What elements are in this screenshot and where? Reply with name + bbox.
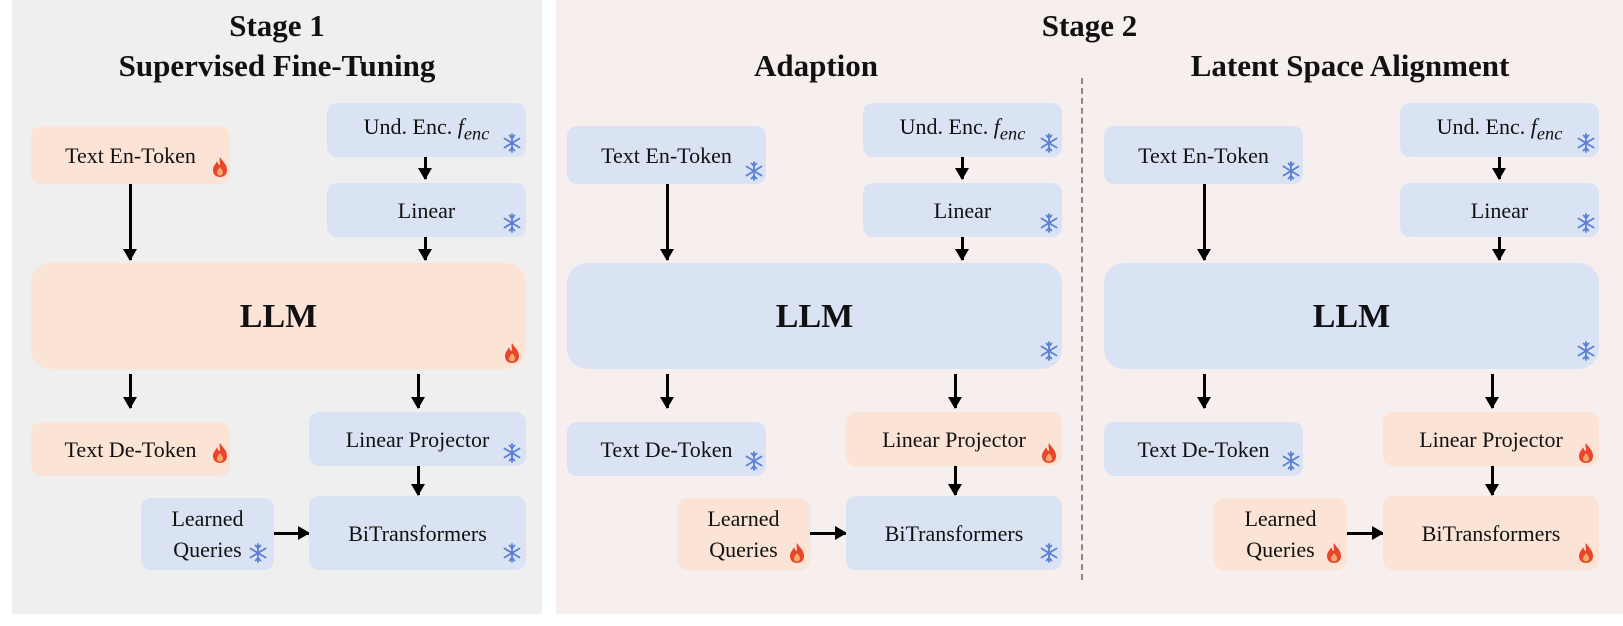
box-label: Linear Projector (1419, 426, 1563, 452)
snowflake-icon (502, 132, 522, 154)
fire-icon (1324, 542, 1344, 564)
bitransformers-box: BiTransformers (1383, 496, 1599, 570)
text-en-token-box: Text En-Token (31, 126, 230, 184)
box-label: BiTransformers (884, 520, 1024, 546)
stage2-title: Stage 2 (1041, 8, 1138, 43)
text-de-token-box: Text De-Token (31, 422, 230, 476)
box-label: Linear Projector (345, 426, 490, 452)
arrow (123, 184, 136, 261)
llm-box: LLM (31, 263, 526, 369)
snowflake-icon (1576, 212, 1596, 234)
arrow (418, 157, 431, 180)
arrow (1492, 237, 1505, 261)
llm-box: LLM (567, 263, 1062, 369)
box-label: Text En-Token (601, 142, 732, 168)
arrow (411, 374, 424, 409)
box-label: Linear (933, 197, 992, 223)
text-de-token-box: Text De-Token (567, 422, 766, 476)
linear-projector-box: Linear Projector (1383, 412, 1599, 466)
box-label: Und. Enc. fenc (899, 113, 1026, 144)
box-label: Linear Projector (882, 426, 1026, 452)
text-en-token-box: Text En-Token (567, 126, 766, 184)
arrow (660, 184, 673, 261)
arrow (1485, 374, 1498, 409)
arrow (955, 237, 968, 261)
box-label: LLM (775, 297, 854, 335)
snowflake-icon (1576, 340, 1596, 362)
arrow (810, 526, 847, 539)
arrow (1492, 157, 1505, 180)
section-divider (1081, 78, 1083, 580)
box-label: BiTransformers (348, 520, 487, 546)
arrow (1197, 184, 1210, 261)
arrow (411, 466, 424, 496)
bitransformers-box: BiTransformers (309, 496, 526, 570)
und-enc-box: Und. Enc. fenc (327, 103, 526, 157)
fire-icon (1039, 442, 1059, 464)
arrow (1197, 374, 1210, 409)
alignment-title: Latent Space Alignment (1190, 48, 1510, 83)
text-en-token-box: Text En-Token (1104, 126, 1303, 184)
arrow (1347, 526, 1384, 539)
snowflake-icon (502, 542, 522, 564)
fire-icon (1576, 542, 1596, 564)
box-label: Text De-Token (600, 436, 733, 462)
fire-icon (1576, 442, 1596, 464)
stage1-subtitle: Supervised Fine-Tuning (118, 48, 436, 83)
snowflake-icon (744, 450, 764, 472)
snowflake-icon (1281, 450, 1301, 472)
arrow (123, 374, 136, 409)
box-label: LLM (239, 297, 318, 335)
snowflake-icon (1039, 212, 1059, 234)
snowflake-icon (1576, 132, 1596, 154)
arrow (418, 237, 431, 261)
box-label: Text En-Token (65, 142, 196, 168)
fire-icon (502, 342, 522, 364)
snowflake-icon (1281, 160, 1301, 182)
adaption-title: Adaption (753, 48, 879, 83)
fire-icon (210, 156, 230, 178)
fire-icon (787, 542, 807, 564)
linear-projector-box: Linear Projector (309, 412, 526, 466)
linear-box: Linear (863, 183, 1062, 237)
arrow (660, 374, 673, 409)
snowflake-icon (744, 160, 764, 182)
arrow (1485, 466, 1498, 496)
box-label: Text De-Token (64, 436, 197, 462)
bitransformers-box: BiTransformers (846, 496, 1062, 570)
box-label: Und. Enc. fenc (363, 113, 490, 144)
box-label: Text De-Token (1137, 436, 1270, 462)
und-enc-box: Und. Enc. fenc (1400, 103, 1599, 157)
arrow (948, 466, 961, 496)
linear-box: Linear (327, 183, 526, 237)
snowflake-icon (1039, 132, 1059, 154)
snowflake-icon (502, 212, 522, 234)
arrow (274, 526, 310, 539)
text-de-token-box: Text De-Token (1104, 422, 1303, 476)
arrow (955, 157, 968, 180)
snowflake-icon (502, 442, 522, 464)
stage1-title: Stage 1 (229, 8, 325, 43)
fire-icon (210, 442, 230, 464)
llm-box: LLM (1104, 263, 1599, 369)
linear-box: Linear (1400, 183, 1599, 237)
box-label: Linear (1470, 197, 1529, 223)
box-label: Text En-Token (1138, 142, 1269, 168)
box-label: LLM (1312, 297, 1391, 335)
snowflake-icon (1039, 542, 1059, 564)
snowflake-icon (1039, 340, 1059, 362)
linear-projector-box: Linear Projector (846, 412, 1062, 466)
box-label: Und. Enc. fenc (1436, 113, 1563, 144)
snowflake-icon (248, 542, 268, 564)
und-enc-box: Und. Enc. fenc (863, 103, 1062, 157)
box-label: Linear (397, 197, 456, 223)
box-label: BiTransformers (1421, 520, 1561, 546)
arrow (948, 374, 961, 409)
